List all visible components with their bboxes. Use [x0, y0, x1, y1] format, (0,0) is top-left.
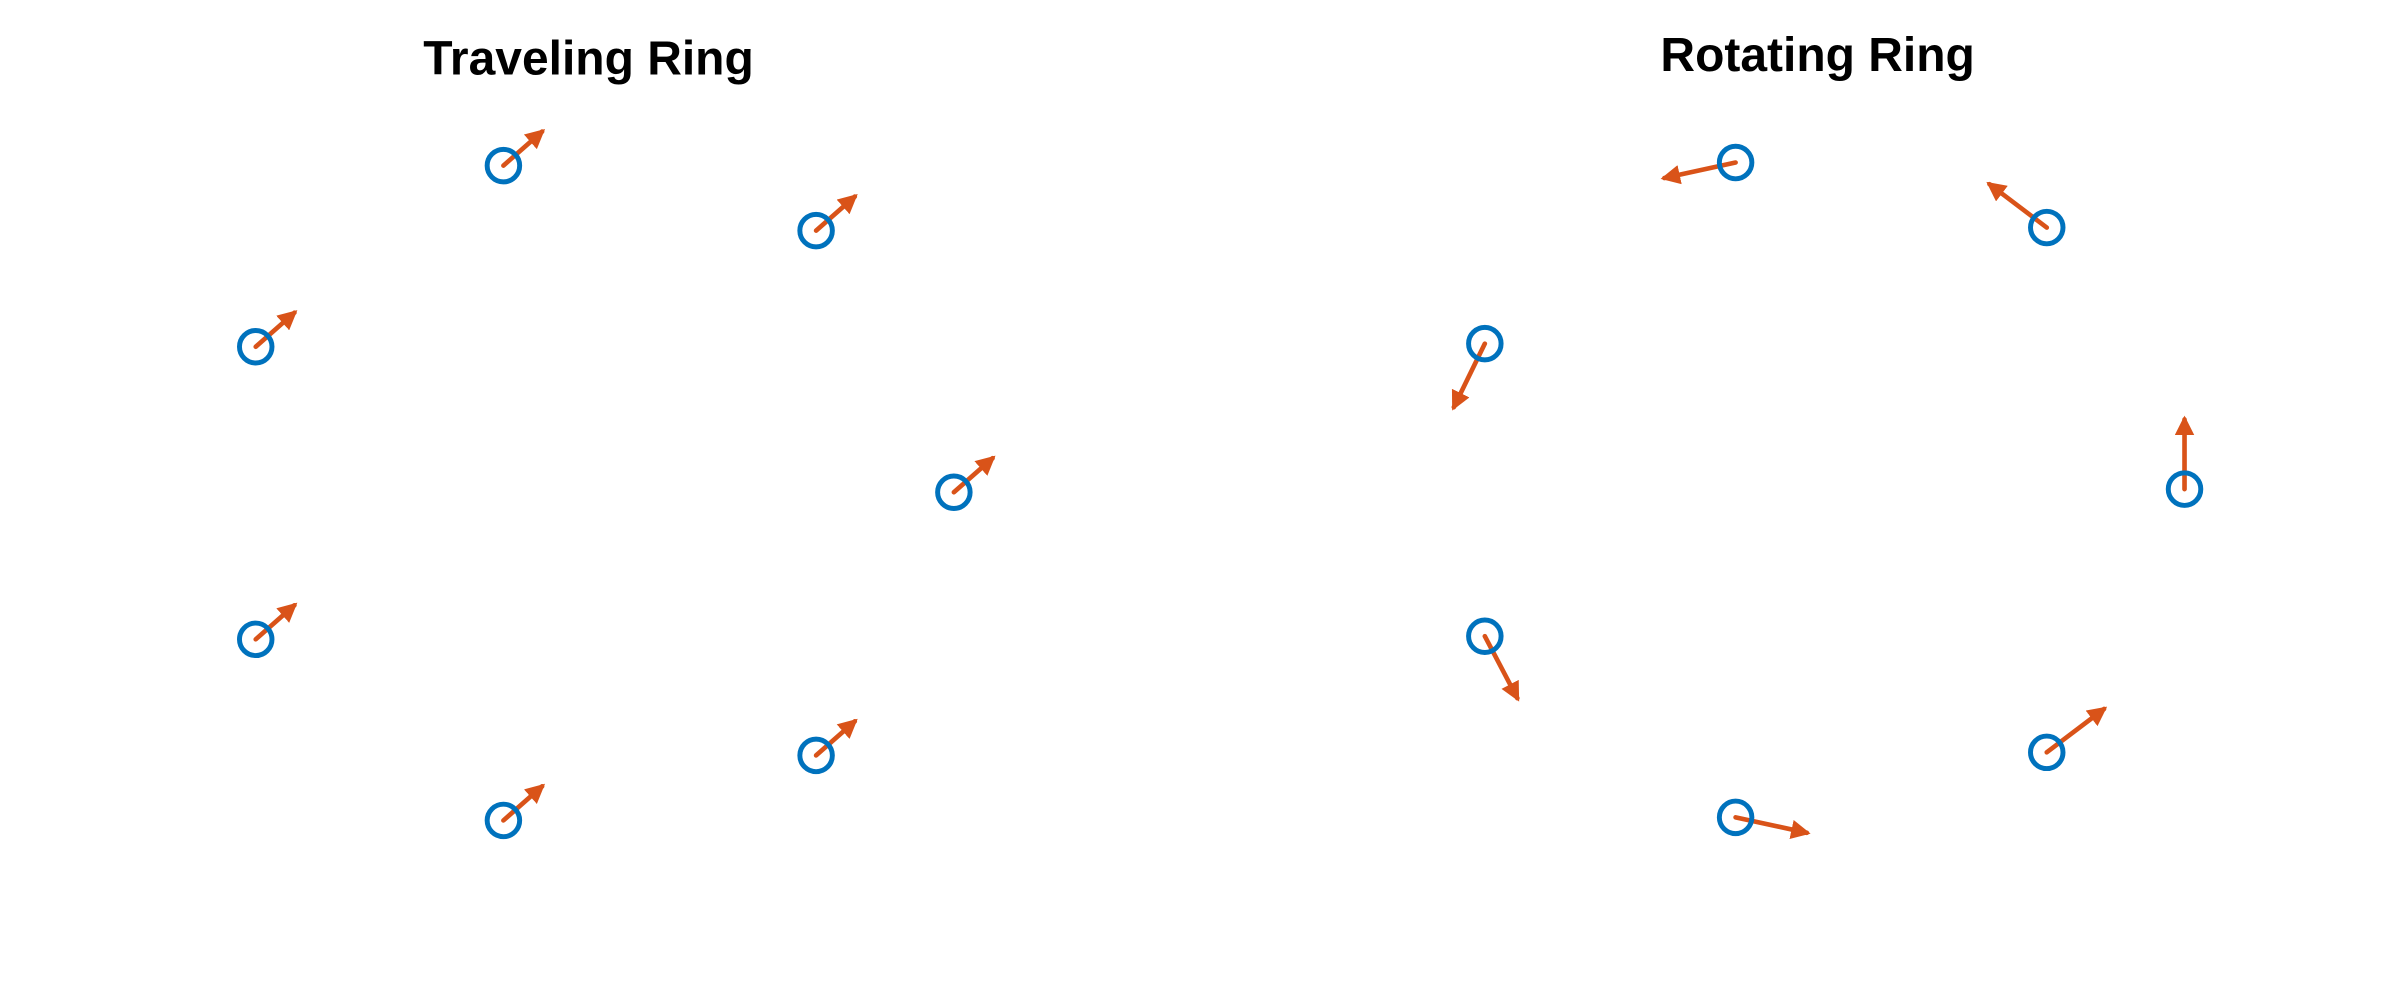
traveling-ring-node-5 — [484, 801, 523, 840]
traveling-ring-node-6 — [236, 620, 275, 659]
rotating-velocity-arrow-7 — [1451, 341, 1488, 411]
rotating-ring-node-1 — [1716, 143, 1755, 182]
panel-title-traveling: Traveling Ring — [423, 32, 754, 85]
rotating-ring-node-4 — [2028, 733, 2066, 772]
panel-rotating-ring: Rotating Ring — [1451, 29, 2204, 840]
traveling-velocity-arrow-1 — [501, 129, 546, 168]
rotating-ring-node-3 — [2165, 470, 2204, 508]
rotating-velocity-arrow-4 — [2044, 706, 2108, 755]
traveling-velocity-arrow-2 — [813, 194, 858, 233]
rotating-ring-node-5 — [1716, 798, 1755, 837]
rotating-velocity-arrow-5 — [1733, 815, 1811, 840]
rotating-velocity-arrow-6 — [1482, 633, 1520, 702]
panel-traveling-ring: Traveling Ring — [236, 32, 996, 840]
traveling-velocity-arrow-5 — [501, 783, 546, 823]
traveling-velocity-arrow-4 — [813, 718, 858, 758]
traveling-ring-node-2 — [797, 211, 835, 250]
traveling-ring-node-3 — [935, 473, 973, 511]
panel-title-rotating: Rotating Ring — [1660, 29, 1974, 82]
traveling-ring-node-1 — [484, 146, 523, 185]
traveling-ring-node-7 — [236, 328, 275, 366]
traveling-ring-marks — [236, 129, 996, 840]
rotating-velocity-arrow-2 — [1986, 181, 2050, 230]
traveling-velocity-arrow-6 — [253, 602, 298, 642]
traveling-velocity-arrow-7 — [253, 310, 298, 350]
rotating-velocity-arrow-1 — [1660, 160, 1738, 185]
rotating-ring-marks — [1451, 143, 2204, 840]
traveling-velocity-arrow-3 — [951, 455, 996, 495]
rotating-ring-node-7 — [1466, 324, 1504, 363]
rotating-ring-node-6 — [1466, 617, 1504, 655]
rotating-ring-node-2 — [2028, 208, 2066, 247]
traveling-ring-node-4 — [797, 736, 835, 775]
